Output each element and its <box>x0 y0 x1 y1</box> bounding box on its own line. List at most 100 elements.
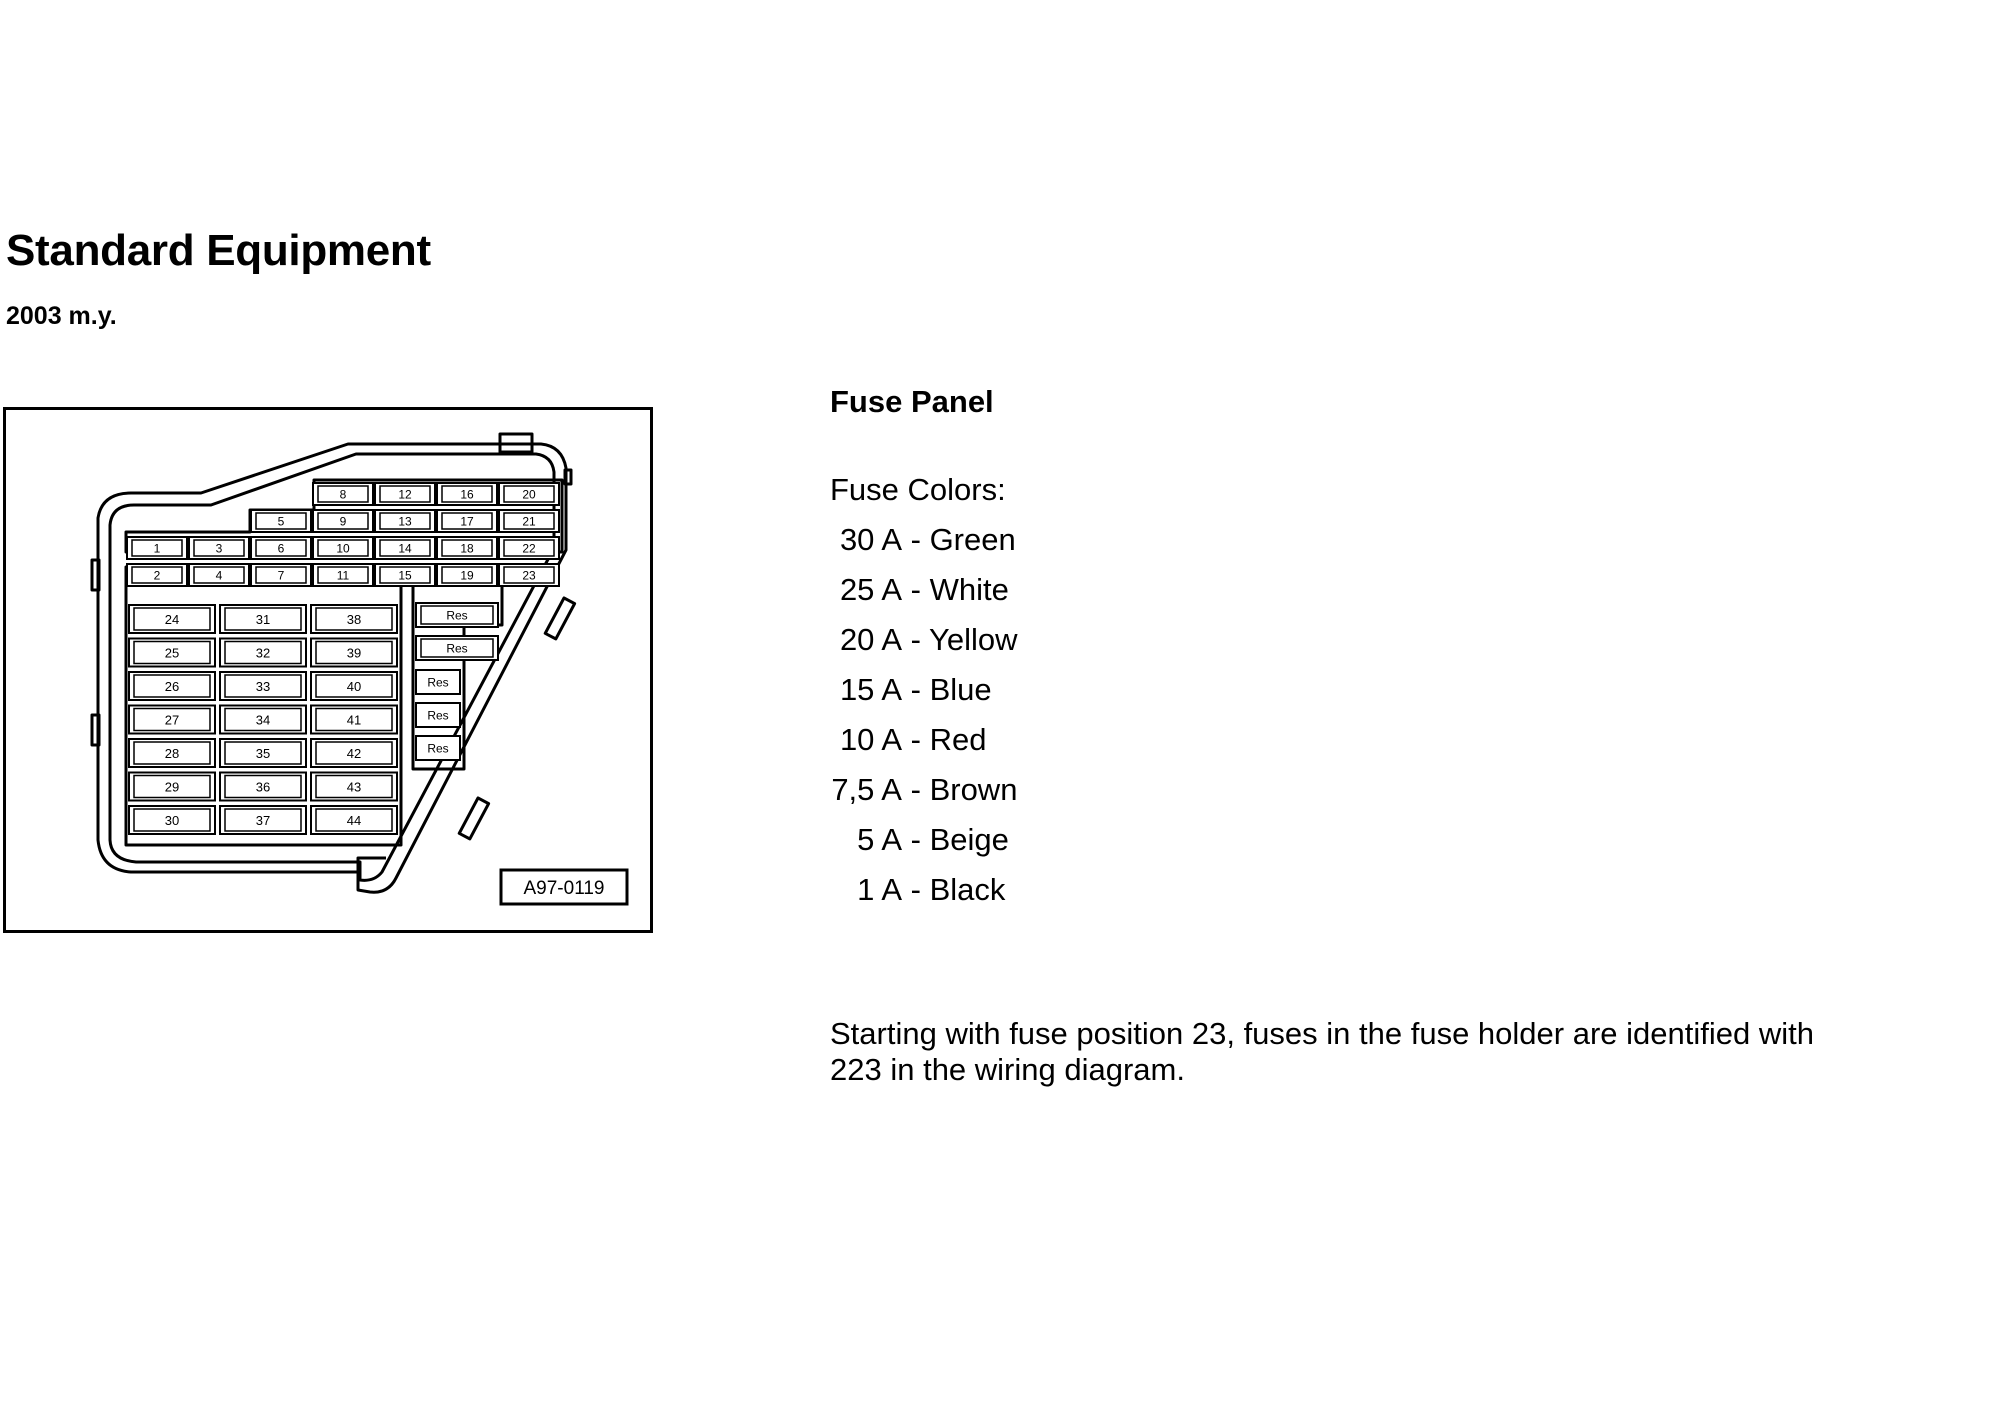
fuse-43: 43 <box>310 771 398 802</box>
fuse-21: 21 <box>498 509 560 533</box>
fuse-color-name: Brown <box>929 772 1018 807</box>
fuse-label: 2 <box>154 569 161 583</box>
fuse-label: 11 <box>337 569 350 583</box>
fuse-42: 42 <box>310 738 398 768</box>
fuse-label: Res <box>427 709 448 723</box>
fuse-41: 41 <box>310 704 398 735</box>
fuse-label: 19 <box>460 569 474 583</box>
fuse-44: 44 <box>310 805 398 835</box>
fuse-14: 14 <box>374 536 436 560</box>
housing-diagonal-tab-lower <box>457 796 491 841</box>
fuse-label: 21 <box>522 515 536 529</box>
fuse-label: 26 <box>165 679 179 694</box>
fuse-label: 37 <box>256 813 270 828</box>
fuse-label: 39 <box>347 646 361 661</box>
fuse-27: 27 <box>128 704 216 735</box>
housing-top-clip <box>498 432 534 454</box>
fuse-16: 16 <box>436 482 498 506</box>
fuse-9: 9 <box>312 509 374 533</box>
reserve-fuse-res4: Res <box>415 702 461 728</box>
fuse-25: 25 <box>128 637 216 668</box>
fuse-label: 12 <box>398 488 412 502</box>
fuse-label: 44 <box>347 813 361 828</box>
fuse-color-name: Beige <box>929 822 1009 857</box>
fuse-color-item: 7,5 A - Brown <box>831 772 1018 807</box>
fuse-label: 7 <box>278 569 285 583</box>
fuse-label: 27 <box>165 713 179 728</box>
fuse-label: 25 <box>165 646 179 661</box>
fuse-label: 31 <box>256 612 270 627</box>
fuse-17: 17 <box>436 509 498 533</box>
fuse-label: 8 <box>340 488 347 502</box>
fuse-19: 19 <box>436 563 498 587</box>
fuse-label: Res <box>427 742 448 756</box>
fuse-label: 9 <box>340 515 347 529</box>
fuse-40: 40 <box>310 671 398 701</box>
fuse-label: 41 <box>347 713 361 728</box>
reserve-fuse-res5: Res <box>415 735 461 761</box>
fuse-label: Res <box>427 676 448 690</box>
fuse-label: 13 <box>398 515 412 529</box>
fuse-label: 38 <box>347 612 361 627</box>
fuse-33: 33 <box>219 671 307 701</box>
fuse-4: 4 <box>188 563 250 587</box>
fuse-panel-heading: Fuse Panel <box>830 384 994 419</box>
fuse-amperage: 1 A <box>857 872 902 907</box>
fuse-label: 17 <box>460 515 474 529</box>
fuse-color-name: Black <box>929 872 1006 907</box>
page-title: Standard Equipment <box>6 226 431 275</box>
fuse-15: 15 <box>374 563 436 587</box>
fuse-label: Res <box>446 609 467 623</box>
fuse-24: 24 <box>128 604 216 634</box>
fuse-30: 30 <box>128 805 216 835</box>
fuse-35: 35 <box>219 738 307 768</box>
housing-bottom-step <box>356 856 386 872</box>
fuse-label: 36 <box>256 780 270 795</box>
fuse-label: 28 <box>165 746 179 761</box>
fuse-amperage: 15 A <box>839 672 902 707</box>
housing-right-tab <box>563 468 573 486</box>
fuse-20: 20 <box>498 482 560 506</box>
fuse-37: 37 <box>219 805 307 835</box>
reserve-fuse-res3: Res <box>415 669 461 695</box>
fuse-amperage: 5 A <box>857 822 902 857</box>
fuse-color-name: Red <box>929 722 987 757</box>
fuse-color-item: 15 A - Blue <box>830 672 1017 722</box>
fuse-label: 1 <box>154 542 161 556</box>
fuse-label: 40 <box>347 679 361 694</box>
fuse-amperage: 30 A <box>839 522 902 557</box>
reserve-fuse-res2: Res <box>415 635 499 661</box>
fuse-5: 5 <box>250 509 312 533</box>
fuse-label: 43 <box>347 780 361 795</box>
fuse-color-name: Yellow <box>929 622 1018 657</box>
fuse-label: 20 <box>522 488 536 502</box>
fuse-amperage: 7,5 A <box>831 772 902 807</box>
fuse-28: 28 <box>128 738 216 768</box>
fuse-label: 3 <box>216 542 223 556</box>
fuse-amperage: 20 A <box>839 622 902 657</box>
fuse-color-item: 25 A - White <box>830 572 1017 622</box>
fuse-18: 18 <box>436 536 498 560</box>
fuse-color-name: White <box>929 572 1009 607</box>
fuse-label: 23 <box>522 569 536 583</box>
fuse-3: 3 <box>188 536 250 560</box>
housing-outer-outline <box>96 442 568 894</box>
fuse-11: 11 <box>312 563 374 587</box>
fuse-6: 6 <box>250 536 312 560</box>
fuse-7: 7 <box>250 563 312 587</box>
fuse-2: 2 <box>126 563 188 587</box>
fuse-label: 30 <box>165 813 179 828</box>
fuse-label: 22 <box>522 542 536 556</box>
fuse-colors-label: Fuse Colors: <box>830 472 1006 507</box>
fuse-color-item: 10 A - Red <box>830 722 1017 772</box>
fuse-1: 1 <box>126 536 188 560</box>
fuse-23: 23 <box>498 563 560 587</box>
housing-diagonal-tab-upper <box>543 596 577 641</box>
fuse-32: 32 <box>219 637 307 668</box>
fuse-label: 35 <box>256 746 270 761</box>
fuse-color-item: 20 A - Yellow <box>830 622 1018 672</box>
fuse-36: 36 <box>219 771 307 802</box>
fuse-color-item: 5 A - Beige <box>830 822 1017 872</box>
